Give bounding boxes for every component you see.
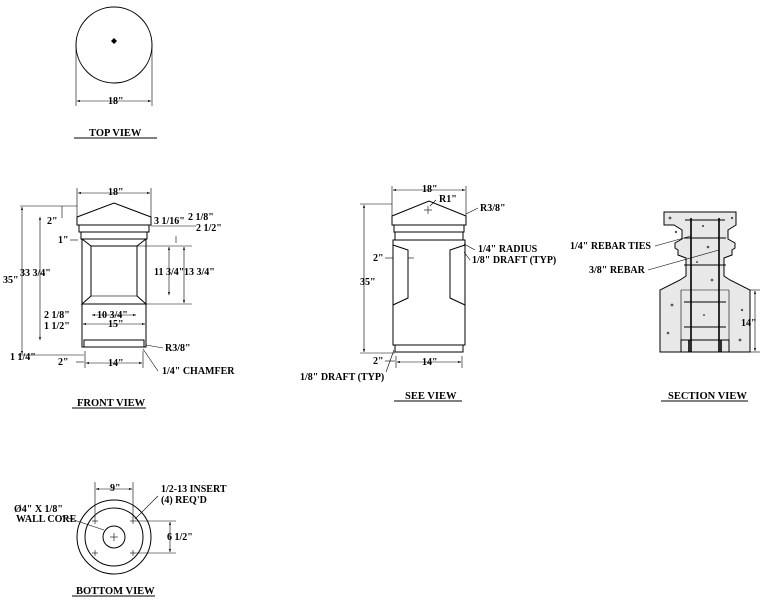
- section-view-title: SECTION VIEW: [668, 391, 747, 402]
- see-top-width-dim: 18": [422, 184, 438, 195]
- wall-core-circle: [102, 525, 126, 549]
- section-view: 1/4" REBAR TIES 3/8" REBAR 14" SECTION V…: [570, 211, 760, 402]
- front-radius-label: R3/8": [165, 343, 191, 354]
- section-height-dim: 14": [741, 318, 757, 329]
- section-ties-label: 1/4" REBAR TIES: [570, 241, 651, 252]
- front-recess-width-dim: 10 3/4": [97, 310, 128, 321]
- see-base-2-dim: 2": [373, 356, 384, 367]
- top-view: 18" TOP VIEW: [74, 6, 157, 139]
- see-radius-top-label: R1": [439, 194, 457, 205]
- see-base-width-dim: 14": [422, 357, 438, 368]
- front-base-width-dim: 14": [108, 358, 124, 369]
- section-concrete: [659, 211, 751, 353]
- front-lower-width-dim: 15": [108, 319, 124, 330]
- top-view-title: TOP VIEW: [89, 128, 142, 139]
- see-radius-edge-label: R3/8": [480, 203, 506, 214]
- front-recess-height-a-dim: 11 3/4": [154, 267, 184, 278]
- section-rebar-label: 3/8" REBAR: [589, 265, 646, 276]
- bottom-core-label-2: WALL CORE: [16, 514, 77, 525]
- see-draft-label: 1/8" DRAFT (TYP): [472, 255, 556, 266]
- center-mark-icon: [111, 38, 117, 44]
- bottom-view: 9" 6 1/2" Ø4" X 1/8" WALL CORE 1/2-13 IN…: [14, 482, 227, 597]
- front-right-2-1-8-dim: 2 1/8": [188, 212, 214, 223]
- front-cap: [76, 202, 152, 226]
- front-view: 18" 35" 33 3/4" 2" 1" 3 1/16" 2 1/8" 2 1…: [3, 187, 235, 409]
- bottom-core-label-1: Ø4" X 1/8": [14, 504, 63, 515]
- bottom-insert-label-2: (4) REQ'D: [161, 495, 207, 506]
- front-cap-height-dim: 2": [47, 216, 58, 227]
- front-view-title: FRONT VIEW: [77, 398, 146, 409]
- see-radius-label: 1/4" RADIUS: [478, 244, 538, 255]
- front-collar-dim: 1": [58, 235, 69, 246]
- front-chamfer-label: 1/4" CHAMFER: [162, 366, 235, 377]
- front-cap-slope-dim: 3 1/16": [154, 216, 185, 227]
- see-draft-bottom-label: 1/8" DRAFT (TYP): [300, 372, 384, 383]
- front-overall-height-dim: 35": [3, 275, 19, 286]
- front-upper-height-dim: 33 3/4": [20, 268, 51, 279]
- bottom-outer-circle: [76, 499, 152, 575]
- insert-marks: [92, 518, 136, 556]
- front-top-width-dim: 18": [108, 187, 124, 198]
- front-lower-1-1-2-dim: 1 1/2": [44, 321, 70, 332]
- front-lower-2-1-8-dim: 2 1/8": [44, 310, 70, 321]
- see-recess-dim: 2": [373, 253, 384, 264]
- bottom-view-title: BOTTOM VIEW: [76, 586, 155, 597]
- bottom-6-1-2-dim: 6 1/2": [167, 532, 193, 543]
- top-view-circle: [75, 6, 153, 84]
- front-body: [81, 238, 147, 348]
- see-body: [392, 239, 466, 346]
- bottom-insert-label-1: 1/2-13 INSERT: [161, 484, 227, 495]
- bottom-9-dim: 9": [110, 483, 121, 494]
- front-base-1-1-4-dim: 1 1/4": [10, 352, 36, 363]
- front-recess-height-b-dim: 13 3/4": [184, 267, 215, 278]
- see-view: 18" R1" R3/8" 1/4" RADIUS 1/8" DRAFT (TY…: [300, 184, 556, 402]
- see-view-title: SEE VIEW: [405, 391, 457, 402]
- see-overall-height-dim: 35": [360, 277, 376, 288]
- top-view-width-dim: 18": [108, 96, 124, 107]
- front-base-2-dim: 2": [58, 357, 69, 368]
- front-right-2-1-2-dim: 2 1/2": [196, 223, 222, 234]
